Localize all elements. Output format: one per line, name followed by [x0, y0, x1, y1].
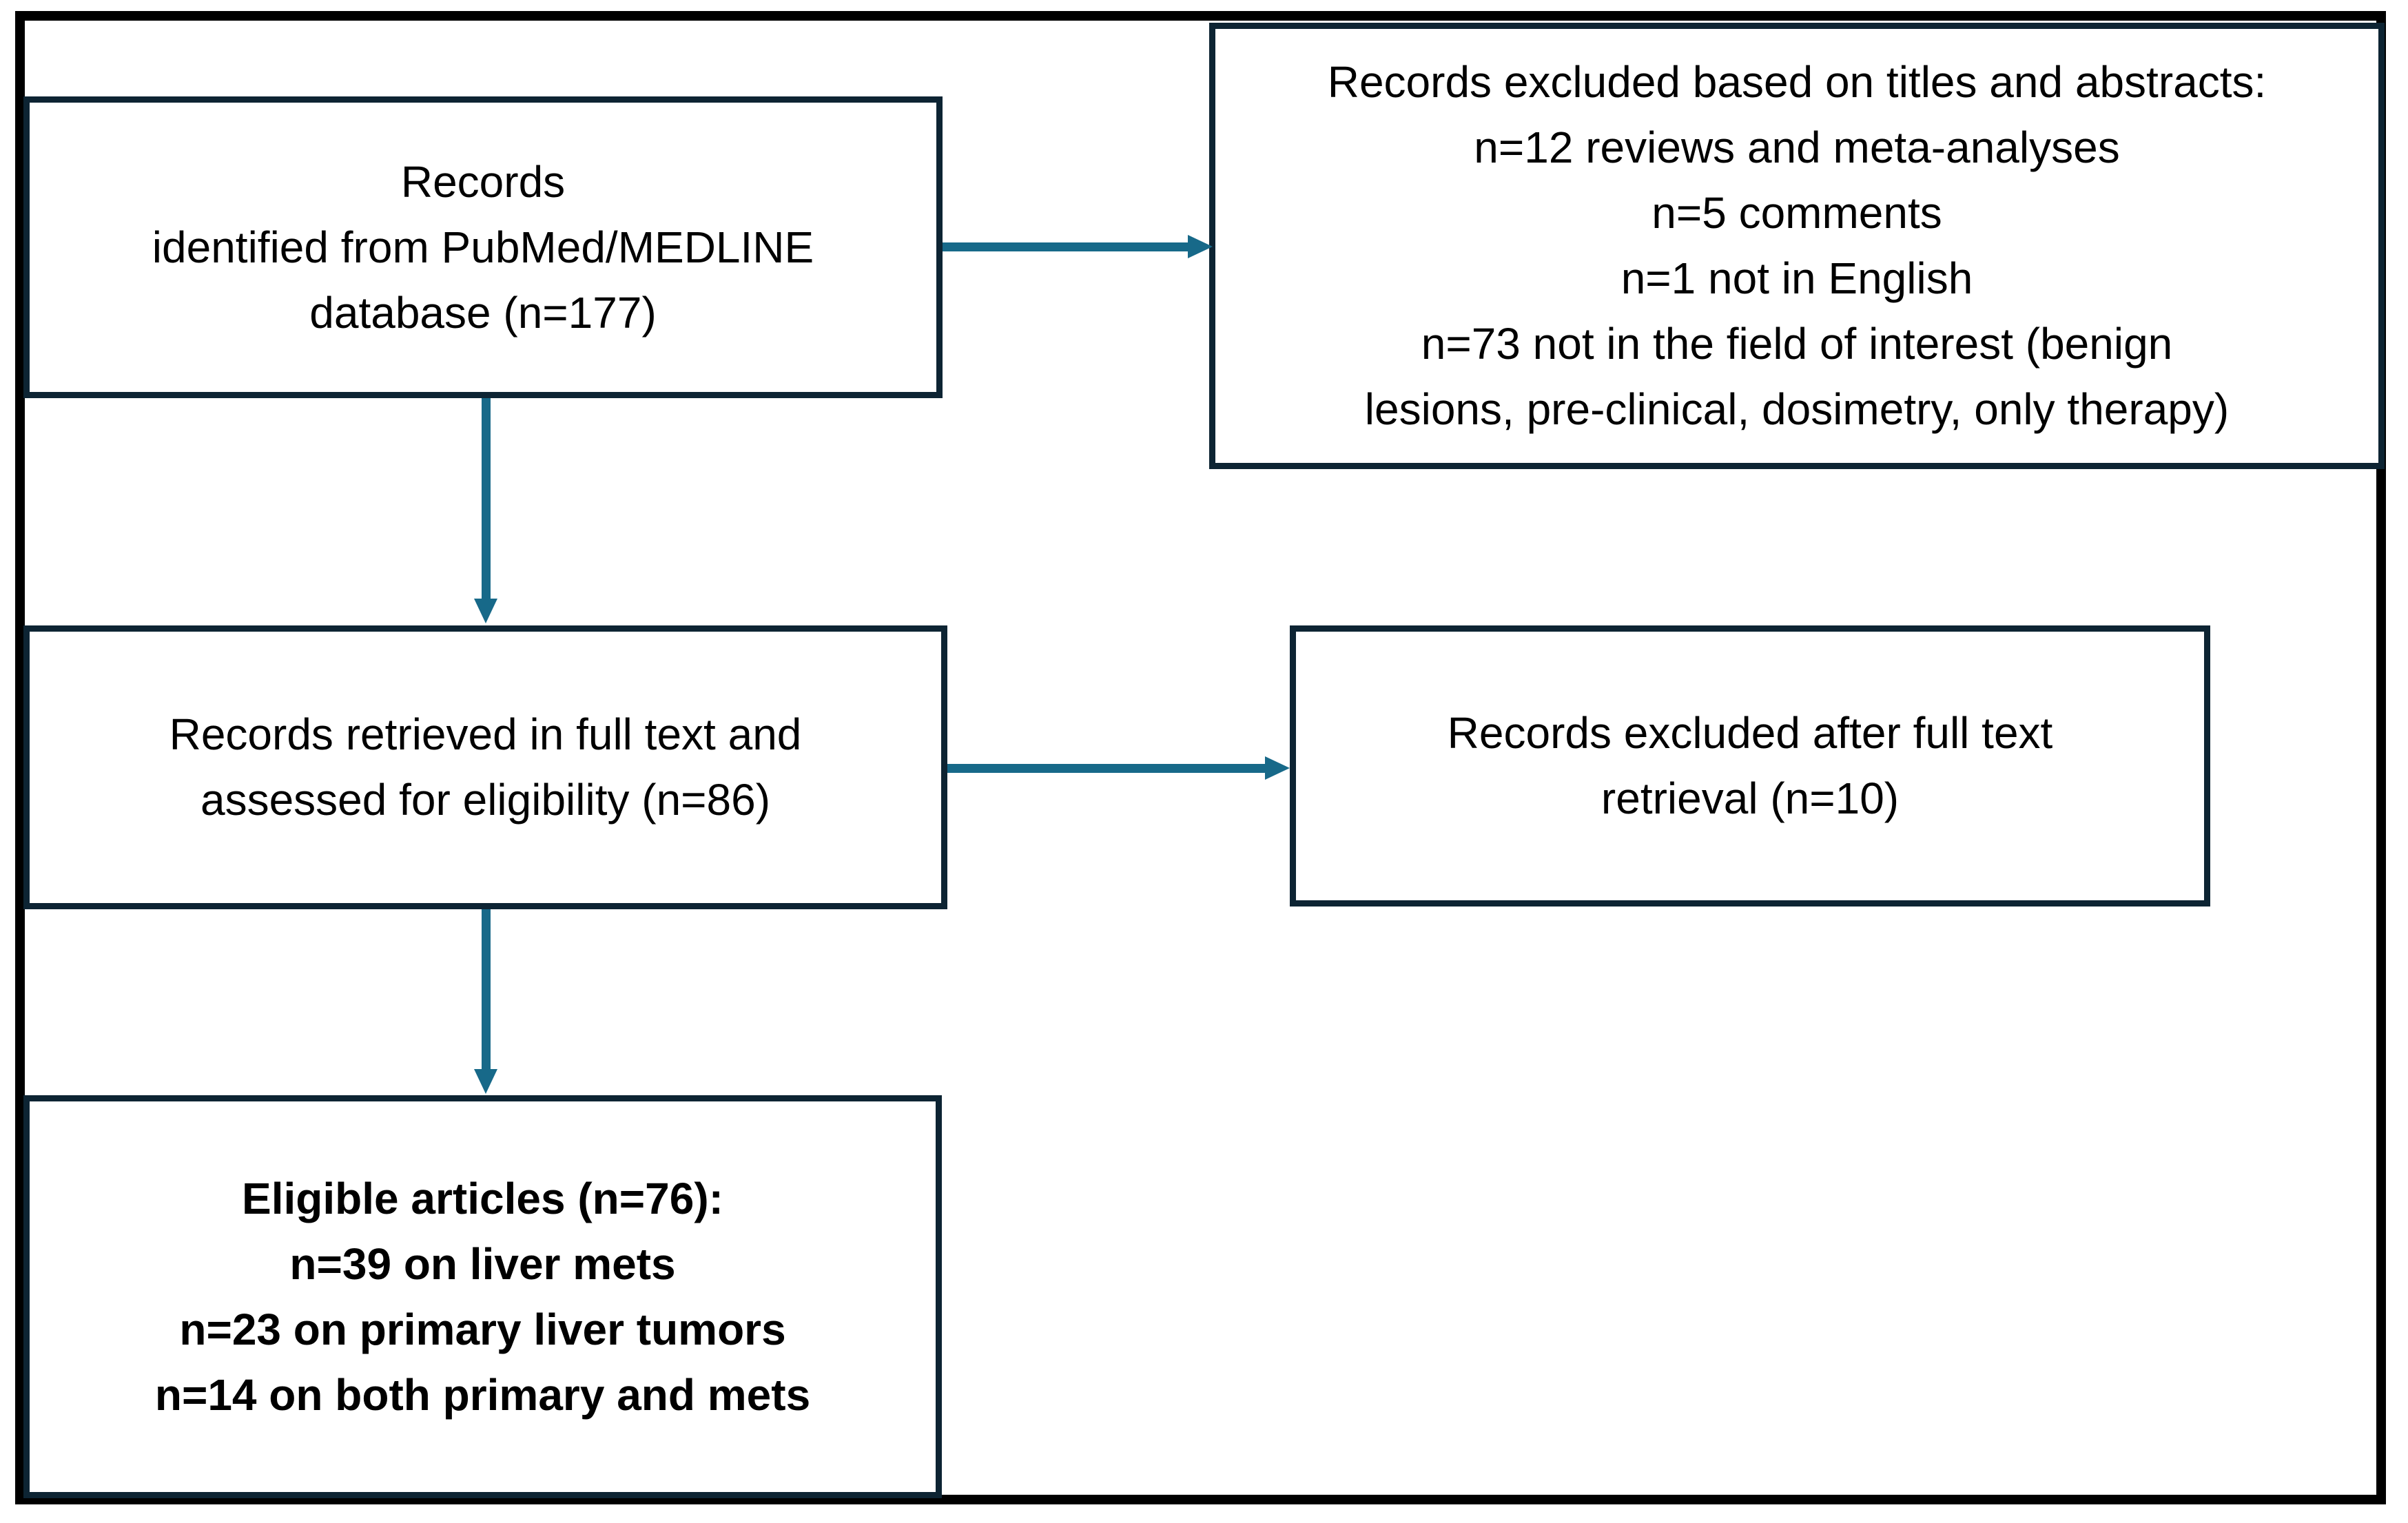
box-text-line: n=5 comments [1651, 188, 1942, 238]
box-text-line: Records retrieved in full text and [169, 709, 802, 759]
box-eligible-articles: Eligible articles (n=76): n=39 on liver … [23, 1095, 942, 1498]
box-records-identified: Records identified from PubMed/MEDLINE d… [23, 96, 943, 398]
box-records-excluded-fulltext: Records excluded after full text retriev… [1290, 625, 2210, 906]
box-text-line: n=1 not in English [1620, 253, 1973, 303]
box-text-line: Records [400, 156, 566, 207]
box-records-fulltext-assessed: Records retrieved in full text and asses… [23, 625, 947, 909]
box-text-line: database (n=177) [309, 287, 657, 338]
box-text-line: lesions, pre-clinical, dosimetry, only t… [1364, 384, 2230, 434]
box-text-line: n=39 on liver mets [289, 1239, 676, 1289]
box-text-line: n=12 reviews and meta-analyses [1474, 123, 2120, 172]
box-text-line: Eligible articles (n=76): [242, 1173, 723, 1223]
box-records-excluded-titles-abstracts: Records excluded based on titles and abs… [1209, 23, 2385, 469]
box-text-line: n=14 on both primary and mets [154, 1369, 811, 1420]
box-text-line: Records excluded based on titles and abs… [1327, 57, 2267, 107]
box-text-line: retrieval (n=10) [1601, 774, 1900, 823]
box-text-line: n=23 on primary liver tumors [179, 1304, 786, 1354]
box-text-line: Records excluded after full text [1447, 708, 2053, 758]
box-text-line: identified from PubMed/MEDLINE [152, 222, 814, 272]
box-text-line: n=73 not in the field of interest (benig… [1421, 319, 2173, 369]
box-text-line: assessed for eligibility (n=86) [200, 775, 771, 825]
